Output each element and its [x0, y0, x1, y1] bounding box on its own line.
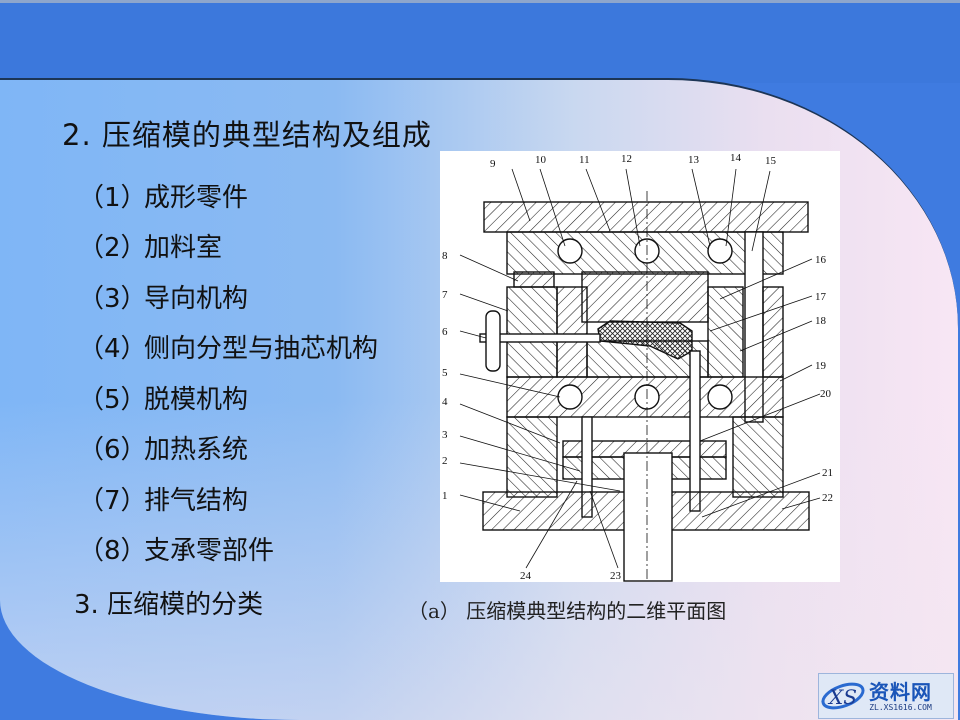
watermark-logo: XS 资料网 ZL.XS1616.COM	[818, 673, 954, 719]
callout-24: 24	[520, 570, 532, 582]
item-text: 加热系统	[144, 435, 249, 466]
list-item: （4）侧向分型与抽芯机构	[78, 322, 378, 373]
item-text: 成形零件	[144, 182, 249, 213]
item-number: （6）	[78, 435, 147, 466]
item-text: 侧向分型与抽芯机构	[144, 334, 379, 365]
item-number: （1）	[78, 182, 147, 213]
callout-17: 17	[815, 291, 827, 303]
item-number: （8）	[78, 536, 147, 567]
callout-18: 18	[815, 315, 827, 327]
watermark-url: ZL.XS1616.COM	[869, 702, 932, 712]
classification-heading: 3. 压缩模的分类	[74, 590, 264, 620]
callout-22: 22	[822, 492, 833, 504]
callout-2: 2	[442, 455, 448, 467]
item-number: （5）	[78, 384, 147, 415]
figure-caption: （a） 压缩模典型结构的二维平面图	[408, 599, 727, 623]
callout-16: 16	[815, 254, 827, 266]
item-number: （7）	[78, 485, 147, 516]
list-item: （1）成形零件	[78, 170, 378, 221]
item-text: 导向机构	[144, 283, 249, 314]
list-item: （2）加料室	[78, 221, 378, 272]
callout-12: 12	[621, 153, 632, 165]
logo-mark-text: XS	[827, 685, 857, 709]
list-item: （6）加热系统	[78, 423, 378, 474]
list-item: （7）排气结构	[78, 473, 378, 524]
list-item: （8）支承零部件	[78, 524, 378, 575]
item-text: 脱模机构	[144, 384, 249, 415]
callout-11: 11	[579, 154, 590, 166]
callout-5: 5	[442, 367, 448, 379]
watermark-name: 资料网	[869, 679, 932, 704]
item-text: 加料室	[144, 233, 223, 264]
callout-10: 10	[535, 154, 547, 166]
callout-9: 9	[490, 158, 496, 170]
component-list: （1）成形零件 （2）加料室 （3）导向机构 （4）侧向分型与抽芯机构 （5）脱…	[78, 170, 378, 574]
callout-19: 19	[815, 360, 827, 372]
callout-20: 20	[820, 388, 832, 400]
mold-structure-diagram: 9 10 11 12 13 14 15 8 7 6 5 4 3 2 1 16 1…	[440, 151, 840, 582]
callout-21: 21	[822, 467, 833, 479]
section-heading: 2. 压缩模的典型结构及组成	[62, 118, 432, 152]
xs-logo-icon: XS	[819, 676, 867, 716]
callout-15: 15	[765, 155, 777, 167]
callout-1: 1	[442, 490, 448, 502]
item-text: 排气结构	[144, 485, 249, 516]
callout-23: 23	[610, 570, 622, 582]
callout-3: 3	[442, 429, 448, 441]
callout-14: 14	[730, 152, 742, 164]
callout-7: 7	[442, 289, 448, 301]
callout-4: 4	[442, 396, 448, 408]
callout-8: 8	[442, 250, 448, 262]
item-number: （2）	[78, 233, 147, 264]
item-number: （4）	[78, 334, 147, 365]
top-band	[0, 0, 960, 83]
callout-6: 6	[442, 326, 448, 338]
list-item: （3）导向机构	[78, 271, 378, 322]
callout-13: 13	[688, 154, 700, 166]
list-item: （5）脱模机构	[78, 372, 378, 423]
item-text: 支承零部件	[144, 536, 275, 567]
item-number: （3）	[78, 283, 147, 314]
